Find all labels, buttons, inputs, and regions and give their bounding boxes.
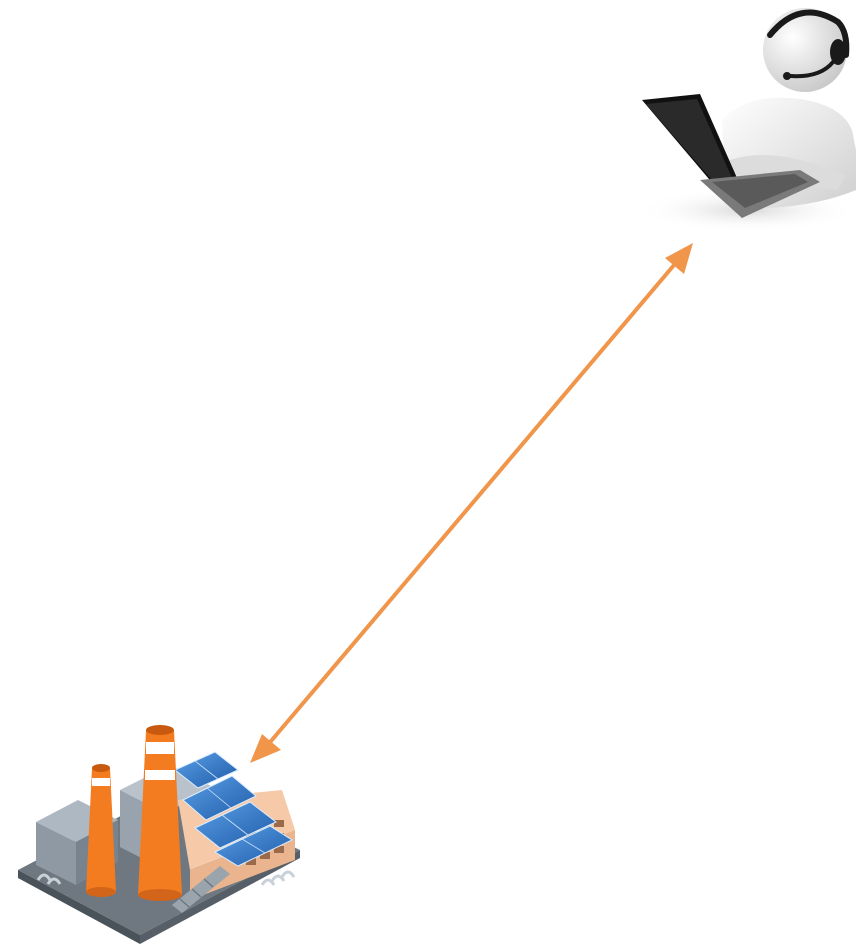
- bidirectional-arrow: [250, 243, 693, 763]
- operator-with-headset-laptop-icon: [638, 8, 856, 232]
